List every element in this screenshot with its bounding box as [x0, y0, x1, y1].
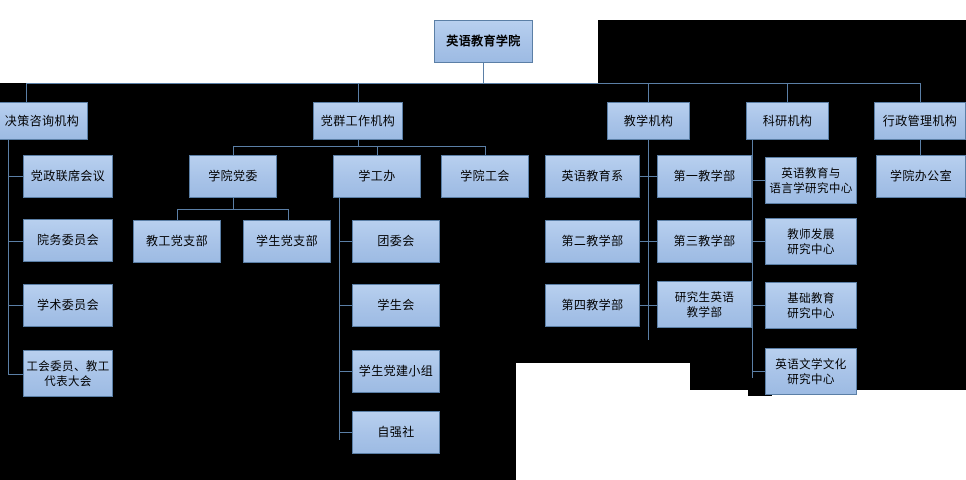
node-dangwei-sub-2[interactable]: 学生党支部: [243, 220, 331, 263]
connector-dangwei-stem: [233, 198, 234, 209]
connector-research-stub-2: [752, 241, 765, 242]
connector-teaching-stub-r3: [648, 305, 657, 306]
node-dangwei-sub-1[interactable]: 教工党支部: [133, 220, 221, 263]
node-xuegongban-sub-1[interactable]: 团委会: [352, 220, 440, 263]
node-teaching-child-2[interactable]: 第一教学部: [657, 155, 752, 198]
node-admin-child-1[interactable]: 学院办公室: [876, 155, 966, 198]
node-teaching-child-1[interactable]: 英语教育系: [545, 155, 640, 198]
connector-party-to-xuegongban: [377, 146, 378, 156]
connector-teaching-stub-l1: [640, 176, 649, 177]
connector-admin-stem: [920, 140, 921, 155]
node-decision-child-4[interactable]: 工会委员、教工 代表大会: [23, 350, 113, 397]
canvas-background-mid: [516, 340, 662, 363]
node-research-child-1[interactable]: 英语教育与 语言学研究中心: [765, 157, 857, 204]
node-teaching-child-6[interactable]: 研究生英语 教学部: [657, 281, 752, 328]
node-research-child-2[interactable]: 教师发展 研究中心: [765, 218, 857, 265]
connector-dangwei-right: [288, 209, 289, 220]
canvas-background-top: [598, 20, 966, 83]
connector-decision-stub-4: [8, 374, 23, 375]
connector-teaching-stub-r2: [648, 241, 657, 242]
connector-xuegongban-trunk: [339, 198, 340, 440]
node-teaching-child-3[interactable]: 第二教学部: [545, 220, 640, 263]
connector-drop-decision: [26, 83, 27, 102]
connector-dangwei-left: [177, 209, 178, 220]
connector-decision-stub-1: [8, 176, 23, 177]
node-xuegongban-sub-3[interactable]: 学生党建小组: [352, 350, 440, 393]
connector-research-stub-1: [752, 180, 765, 181]
connector-drop-research: [787, 83, 788, 102]
connector-xuegongban-stub-4: [339, 432, 352, 433]
node-xuegongban-sub-2[interactable]: 学生会: [352, 284, 440, 327]
connector-decision-trunk: [8, 140, 9, 375]
connector-decision-stub-2: [8, 241, 23, 242]
node-branch-decision[interactable]: 决策咨询机构: [0, 102, 88, 140]
node-root[interactable]: 英语教育学院: [434, 20, 533, 63]
node-teaching-child-4[interactable]: 第三教学部: [657, 220, 752, 263]
node-teaching-child-5[interactable]: 第四教学部: [545, 284, 640, 327]
connector-research-stub-4: [752, 371, 765, 372]
node-xuegongban-sub-4[interactable]: 自强社: [352, 411, 440, 454]
connector-party-bus: [233, 146, 485, 147]
connector-dangwei-bus: [177, 209, 288, 210]
connector-teaching-stub-l2: [640, 241, 649, 242]
node-branch-party[interactable]: 党群工作机构: [313, 102, 403, 140]
connector-decision-stub-3: [8, 305, 23, 306]
connector-xuegongban-stub-3: [339, 371, 352, 372]
connector-drop-admin: [920, 83, 921, 102]
connector-teaching-stub-l3: [640, 305, 649, 306]
node-branch-research[interactable]: 科研机构: [746, 102, 829, 140]
connector-top-bus: [26, 83, 920, 84]
connector-drop-teaching: [648, 83, 649, 102]
connector-party-to-gonghui: [485, 146, 486, 156]
connector-research-stub-3: [752, 305, 765, 306]
node-branch-teaching[interactable]: 教学机构: [607, 102, 690, 140]
connector-root-stem: [483, 63, 484, 83]
node-decision-child-3[interactable]: 学术委员会: [23, 284, 113, 327]
connector-xuegongban-stub-2: [339, 305, 352, 306]
node-research-child-3[interactable]: 基础教育 研究中心: [765, 282, 857, 329]
node-decision-child-2[interactable]: 院务委员会: [23, 219, 113, 262]
connector-teaching-trunk: [648, 140, 649, 340]
connector-party-to-dangwei: [233, 146, 234, 156]
connector-xuegongban-stub-1: [339, 241, 352, 242]
connector-drop-party: [358, 83, 359, 102]
connector-research-trunk: [752, 140, 753, 378]
node-party-child-dangwei[interactable]: 学院党委: [189, 155, 277, 198]
node-party-child-xuegongban[interactable]: 学工办: [333, 155, 421, 198]
connector-teaching-stub-r1: [648, 176, 657, 177]
node-party-child-gonghui[interactable]: 学院工会: [441, 155, 529, 198]
connector-party-stem: [358, 140, 359, 146]
node-research-child-4[interactable]: 英语文学文化 研究中心: [765, 348, 857, 395]
node-branch-admin[interactable]: 行政管理机构: [874, 102, 966, 140]
node-decision-child-1[interactable]: 党政联席会议: [23, 155, 113, 198]
